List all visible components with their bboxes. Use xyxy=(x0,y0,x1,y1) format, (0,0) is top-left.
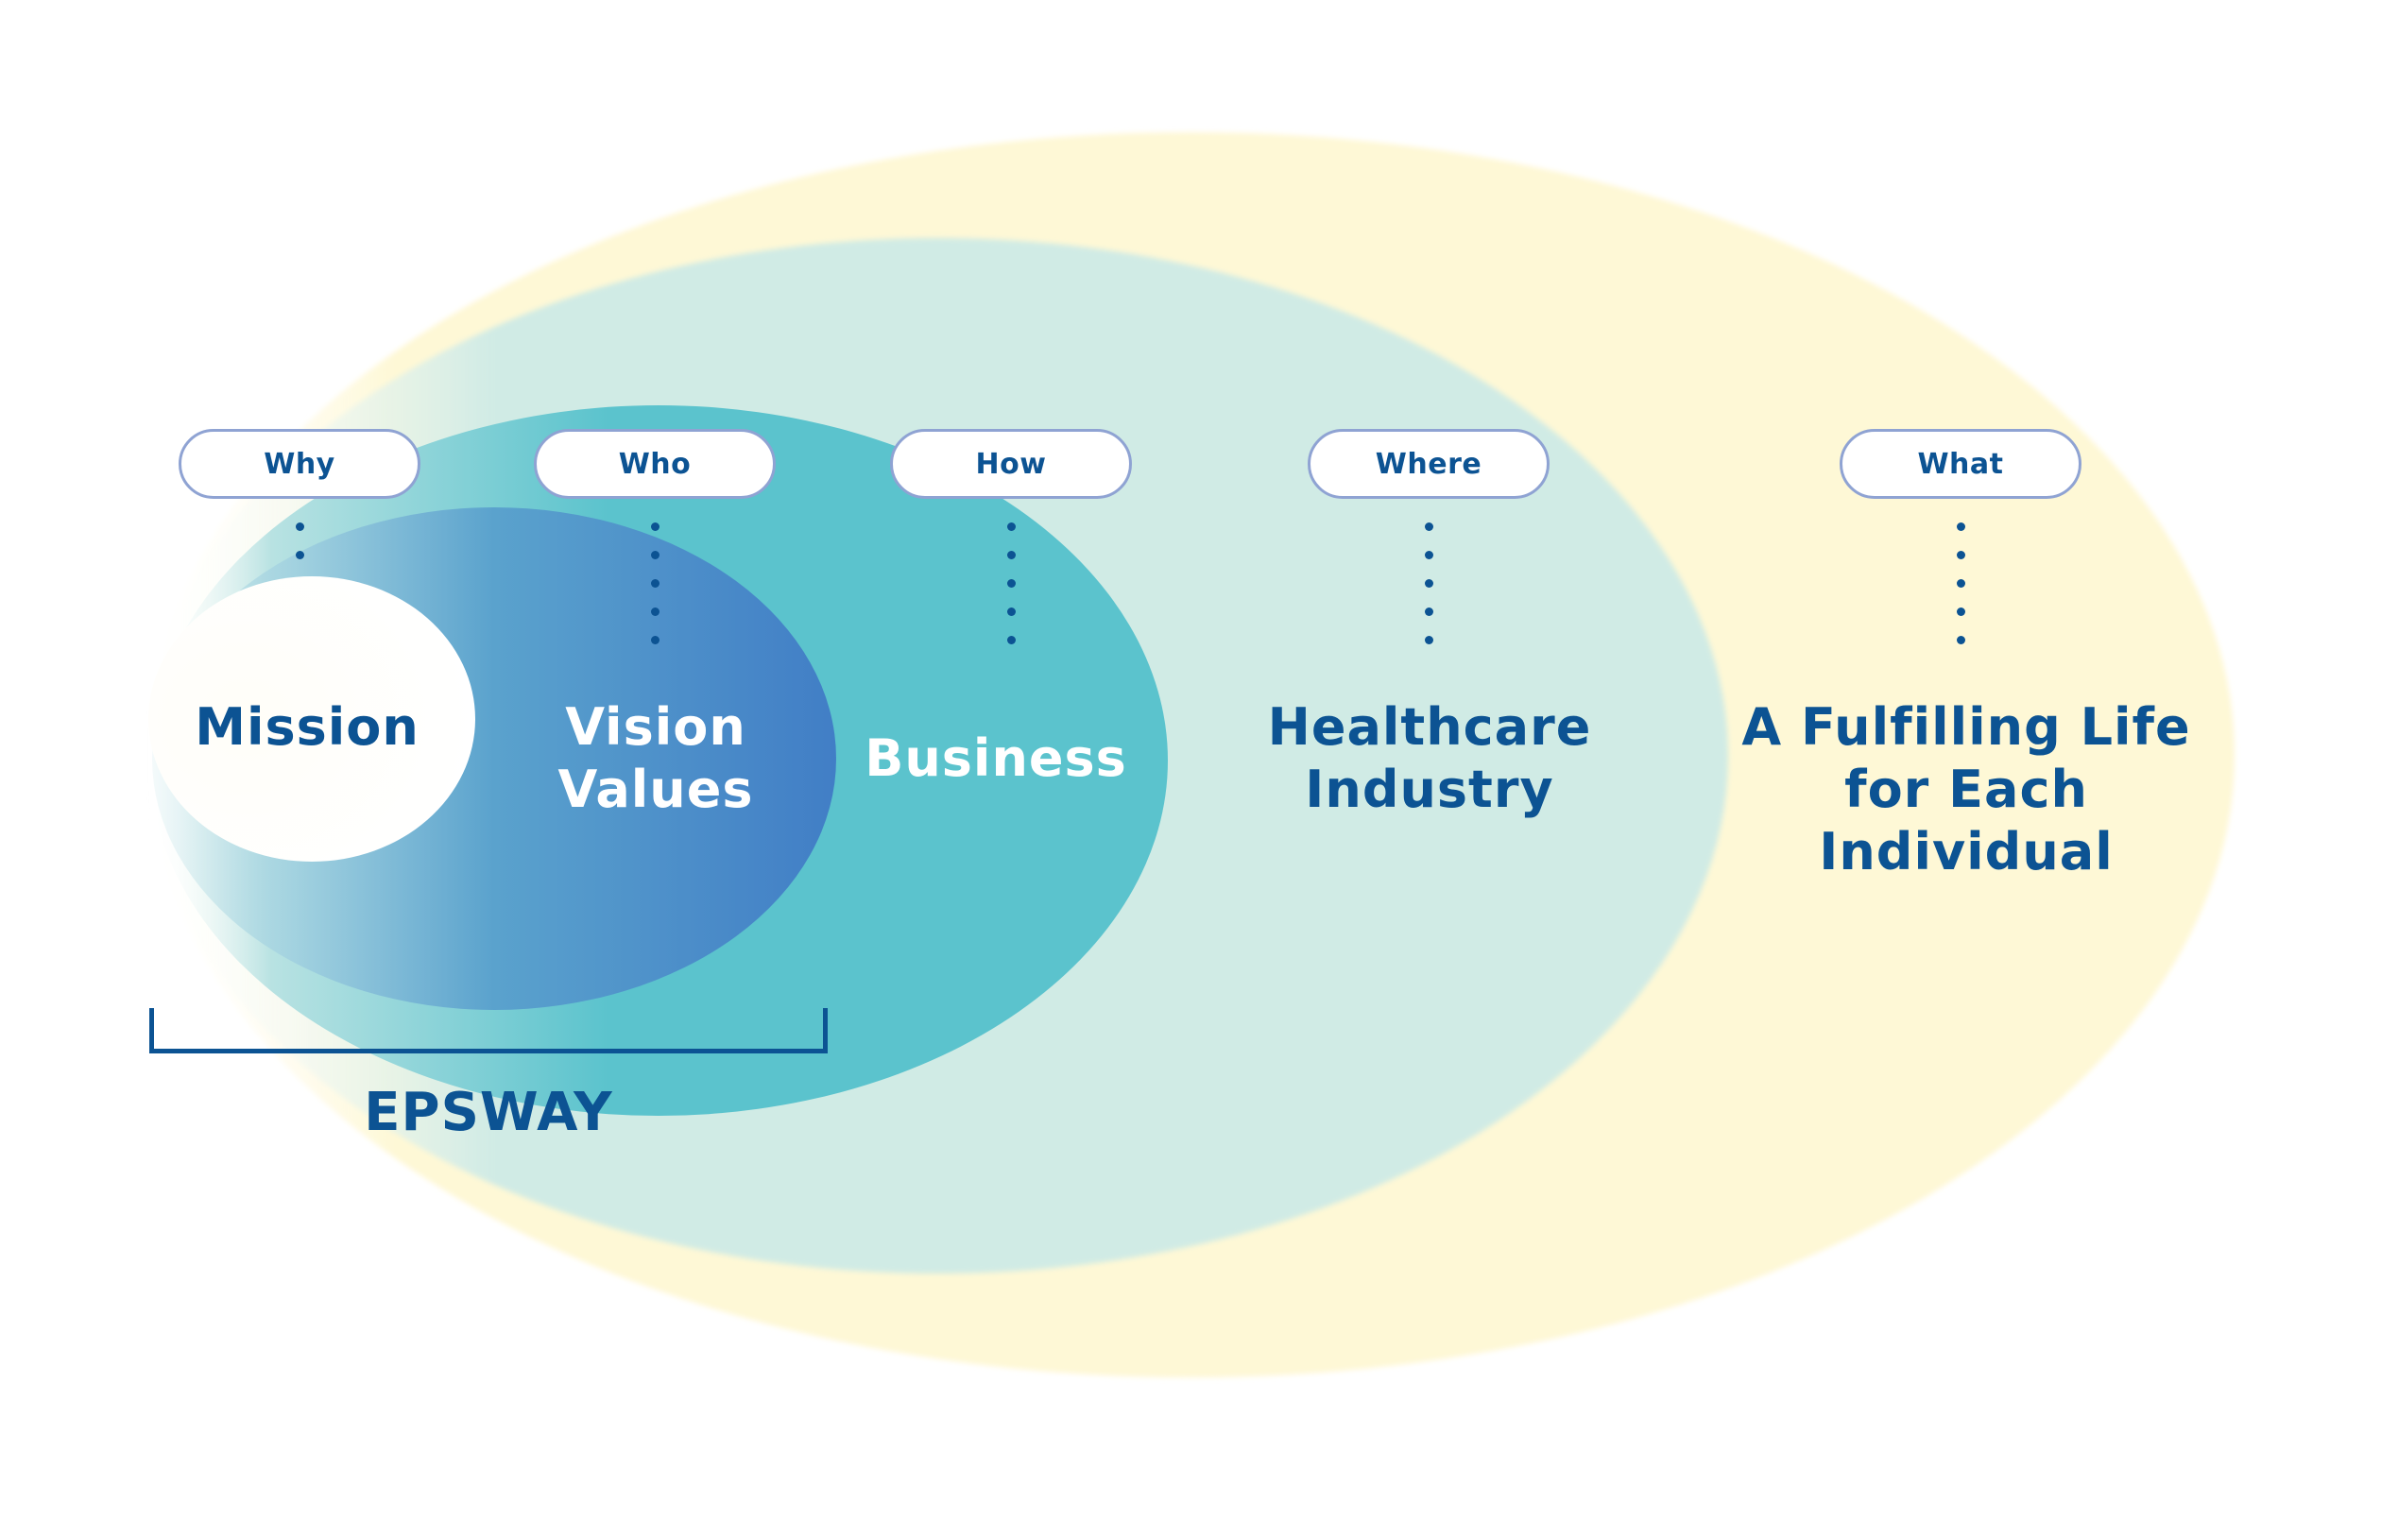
connector-dot xyxy=(1957,636,1965,644)
pill-who: Who xyxy=(534,429,776,499)
pill-who-label: Who xyxy=(618,447,692,481)
connector-dot xyxy=(1007,579,1016,588)
pill-what: What xyxy=(1840,429,2081,499)
label-line: Industry xyxy=(1305,760,1554,819)
connector-dot xyxy=(651,607,659,616)
connector-dot xyxy=(1425,522,1433,531)
connector-dot xyxy=(1957,522,1965,531)
pill-where-label: Where xyxy=(1375,447,1482,481)
pill-what-label: What xyxy=(1917,447,2004,481)
connector-dot xyxy=(1425,636,1433,644)
pill-how-label: How xyxy=(975,447,1047,481)
label-line: A Fulfilling Life xyxy=(1741,697,2191,757)
connector-dot xyxy=(1007,636,1016,644)
label-mission: Mission xyxy=(118,696,496,759)
label-line: for Each xyxy=(1844,760,2088,819)
connector-dot xyxy=(1957,607,1965,616)
epsway-bracket xyxy=(149,1008,828,1053)
label-line: Business xyxy=(865,728,1127,788)
connector-dot xyxy=(1425,551,1433,559)
label-business: Business xyxy=(807,727,1185,790)
label-line: Mission xyxy=(195,697,420,757)
connector-dot xyxy=(296,522,304,531)
connector-dot xyxy=(1425,607,1433,616)
label-line: Individual xyxy=(1819,822,2114,881)
pill-why-label: Why xyxy=(264,447,335,481)
connector-dot xyxy=(1007,607,1016,616)
connector-dot xyxy=(296,551,304,559)
connector-dot xyxy=(1425,579,1433,588)
connector-dot xyxy=(651,579,659,588)
epsway-label: EPSWAY xyxy=(364,1082,613,1143)
pill-how: How xyxy=(890,429,1132,499)
label-line: Healthcare xyxy=(1267,697,1592,757)
pill-why: Why xyxy=(179,429,420,499)
connector-dot xyxy=(1957,579,1965,588)
connector-dot xyxy=(1007,522,1016,531)
connector-dot xyxy=(651,551,659,559)
ellipse-mission xyxy=(148,576,475,862)
pill-where: Where xyxy=(1308,429,1550,499)
connector-dot xyxy=(651,522,659,531)
connector-dot xyxy=(651,636,659,644)
connector-dot xyxy=(1007,551,1016,559)
connector-dot xyxy=(1957,551,1965,559)
label-line: Values xyxy=(557,760,754,819)
label-line: Vision xyxy=(565,697,746,757)
